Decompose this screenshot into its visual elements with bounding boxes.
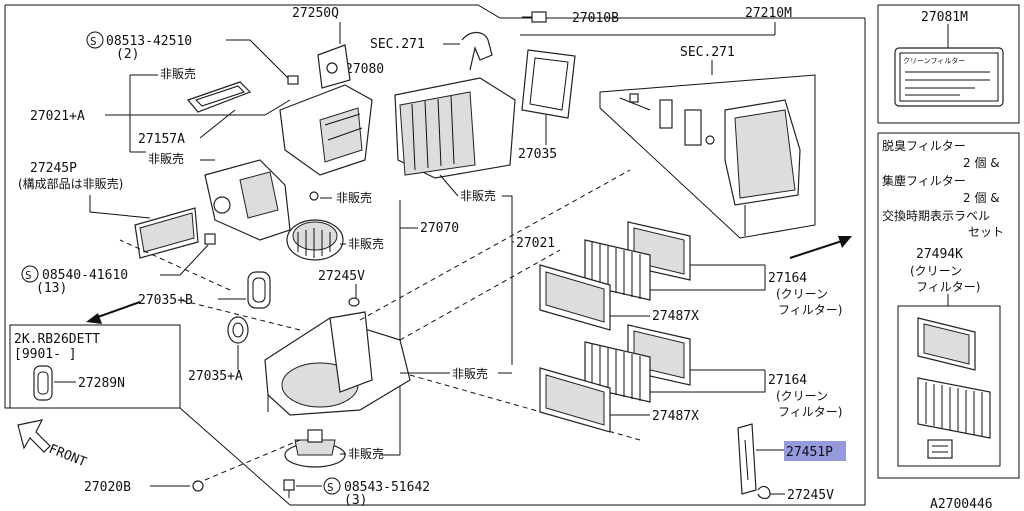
filter-lid-27245P [134, 207, 199, 259]
engine-variant-box [9, 324, 181, 409]
intake-duct [204, 159, 291, 241]
label-27021A: 27021+A [30, 109, 85, 124]
filter-case-upper [539, 264, 611, 331]
front-arrow [17, 419, 51, 453]
grommet-27035A [227, 316, 249, 344]
blower-fan [286, 219, 344, 261]
seal-27157A [186, 81, 252, 113]
highlight-27451P[interactable] [784, 441, 846, 461]
label-27010B: 27010B [572, 11, 619, 26]
filter-case-lower [539, 367, 611, 433]
label-27157A: 27157A [138, 132, 185, 147]
screw-08543 [283, 479, 295, 498]
svg-text:S: S [25, 269, 32, 282]
label-27164-b-note2: フィルター) [778, 405, 842, 419]
label-nonsale-4: 非販売 [336, 190, 372, 205]
label-27164-b-note1: (クリーン [776, 389, 828, 403]
label-sec271-b: SEC.271 [680, 45, 735, 60]
seal-27035B [247, 271, 271, 309]
front-label: FRONT [47, 442, 89, 471]
label-08543-qty: (3) [344, 493, 367, 508]
label-27164-a-note1: (クリーン [776, 287, 828, 301]
label-27070: 27070 [420, 221, 459, 236]
cleaner-label-sticker: クリーンフィルター [894, 47, 1004, 107]
label-08540-41610: 08540-41610 [42, 268, 128, 283]
label-27487X-a: 27487X [652, 309, 699, 324]
label-27080: 27080 [345, 62, 384, 77]
engine-variant-line1: 2K.RB26DETT [14, 332, 100, 347]
direction-arrow-left [86, 301, 141, 324]
kit-line-3b: セット [968, 225, 1004, 239]
label-nonsale-3: 非販売 [460, 188, 496, 203]
label-08543-51642: 08543-51642 [344, 480, 430, 495]
label-27494K-note1: (クリーン [910, 264, 962, 278]
bracket-27080 [317, 44, 351, 89]
clip-27245V [348, 297, 360, 307]
sec271-detail-outline [599, 74, 816, 239]
label-27164-a-note2: フィルター) [778, 303, 842, 317]
label-27245P: 27245P [30, 161, 77, 176]
label-27035A: 27035+A [188, 369, 243, 384]
label-part-box [877, 4, 1020, 124]
label-08513-qty: (2) [116, 47, 139, 62]
label-27081M: 27081M [921, 10, 968, 25]
label-27494K-note2: フィルター) [916, 280, 980, 294]
svg-text:S: S [327, 481, 334, 494]
screw-08513 [287, 75, 299, 85]
label-27494K: 27494K [916, 247, 963, 262]
label-27035: 27035 [518, 147, 557, 162]
label-27210M: 27210M [745, 6, 792, 21]
label-27245P-note: (構成部品は非販売) [18, 176, 123, 191]
expansion-valve-parts [619, 93, 715, 146]
label-08513-42510: 08513-42510 [106, 34, 192, 49]
label-sec271-a: SEC.271 [370, 37, 425, 52]
kit-filter-illustration [917, 317, 991, 459]
label-27245V-a: 27245V [318, 269, 365, 284]
label-08540-qty: (13) [36, 281, 67, 296]
kit-line-2: 集塵フィルター [882, 173, 966, 188]
label-27289N: 27289N [78, 376, 125, 391]
sticker-title: クリーンフィルター [903, 56, 965, 65]
label-nonsale-6: 非販売 [452, 366, 488, 381]
label-27021: 27021 [516, 236, 555, 251]
filter-kit-box [877, 132, 1020, 479]
label-nonsale-5: 非販売 [348, 236, 384, 251]
label-27164-a: 27164 [768, 271, 807, 286]
screw-08540 [204, 233, 216, 245]
label-nonsale-2: 非販売 [148, 151, 184, 166]
diagram-id: A2700446 [930, 497, 993, 511]
main-frame-top [5, 4, 865, 19]
blower-motor [284, 429, 346, 468]
label-27250Q: 27250Q [292, 6, 339, 21]
label-27451P[interactable]: 27451P [786, 445, 833, 460]
blower-lower-case [264, 311, 411, 416]
cover-27035 [521, 49, 576, 119]
main-frame-outline [4, 5, 866, 506]
label-27245V-b: 27245V [787, 488, 834, 503]
kit-qty-1: 2 個 & [963, 156, 1000, 170]
screw-27010B [522, 11, 547, 23]
nut-27020B [192, 480, 204, 492]
kit-line-3: 交換時期表示ラベル [882, 208, 990, 223]
label-nonsale-1: 非販売 [160, 66, 196, 81]
label-27020B: 27020B [84, 480, 131, 495]
direction-arrow-right [789, 236, 852, 259]
evaporator-core [724, 99, 801, 206]
label-27487X-b: 27487X [652, 409, 699, 424]
kit-line-1: 脱臭フィルター [882, 138, 966, 153]
evaporator-case [394, 77, 516, 179]
seal-27289N [33, 365, 53, 401]
intake-upper-case [279, 84, 373, 176]
label-nonsale-7: 非販売 [348, 446, 384, 461]
label-27035B: 27035+B [138, 293, 193, 308]
engine-variant-line2: [9901- ] [14, 347, 77, 362]
svg-text:S: S [90, 35, 97, 48]
label-27164-b: 27164 [768, 373, 807, 388]
bracket-27451P [737, 423, 757, 495]
kit-qty-2: 2 個 & [963, 191, 1000, 205]
filter-kit-frame [897, 305, 1001, 467]
